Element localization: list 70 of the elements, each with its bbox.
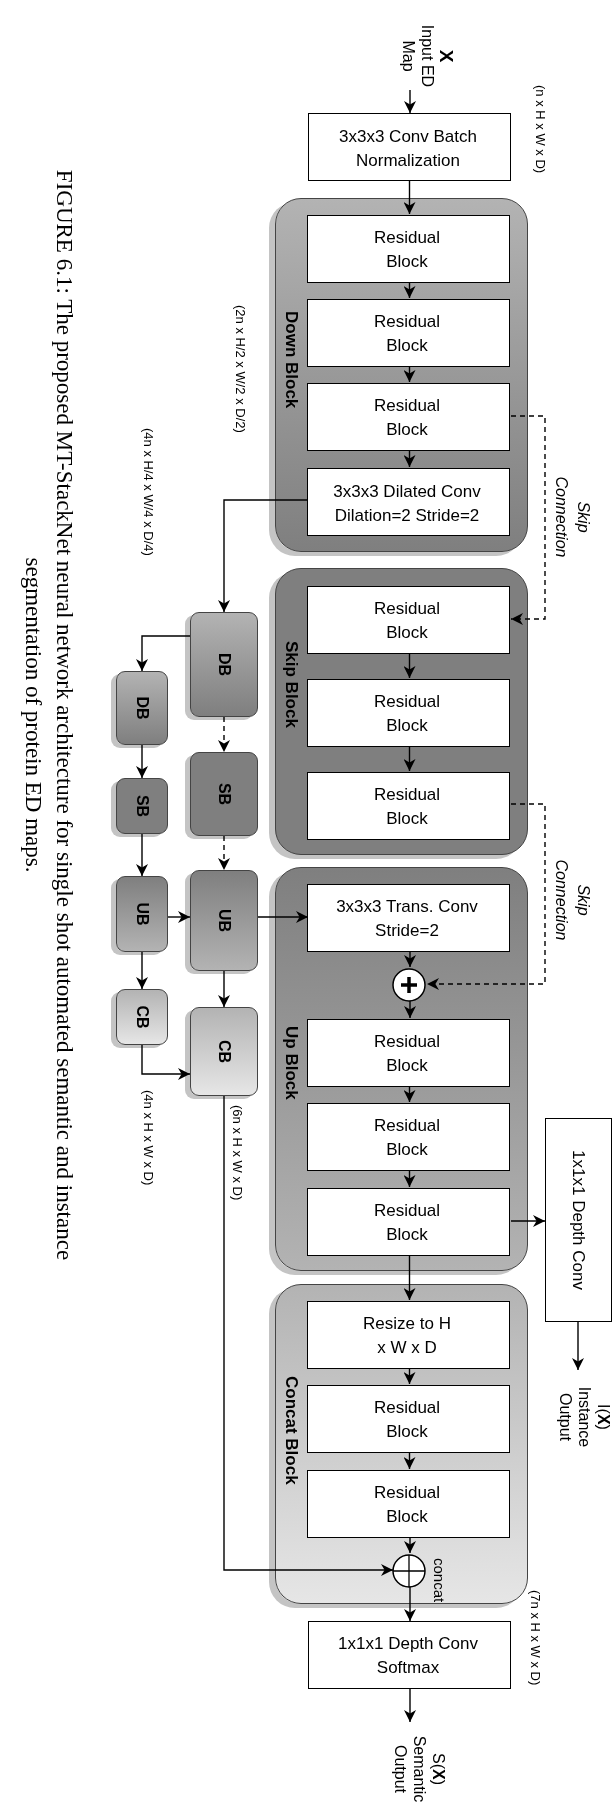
arrow (257, 911, 309, 923)
process-box: 3x3x3 Trans. Conv Stride=2 (307, 884, 510, 952)
arrow (403, 1169, 416, 1188)
dimension-label: (7n x H x W x D) (528, 1590, 543, 1686)
arrow (136, 744, 148, 779)
dimension-label: (6n x H x W x D) (230, 1105, 245, 1201)
arrow (404, 1586, 416, 1622)
output-symbol: X (437, 49, 456, 63)
arrow (403, 449, 416, 468)
dimension-label: (2n x H/2 x W/2 x D/2) (233, 305, 248, 433)
arrow (403, 365, 416, 383)
arrow (403, 281, 416, 299)
edge-label: Skip Connection (552, 475, 593, 560)
arrow (572, 1321, 584, 1371)
arrow (403, 745, 416, 772)
process-box: 1x1x1 Depth Conv (545, 1118, 612, 1322)
edge-label: Skip Connection (552, 858, 593, 943)
arrow (223, 1095, 394, 1576)
block-title: Down Block (281, 311, 301, 409)
process-box: 3x3x3 Dilated Conv Dilation=2 Stride=2 (307, 468, 510, 536)
arrow (404, 950, 416, 968)
block-title: Up Block (281, 1026, 301, 1100)
node-caption: concat (431, 1558, 448, 1603)
process-box: Residual Block (307, 1103, 510, 1171)
process-box: Residual Block (307, 1470, 510, 1538)
figure-caption: FIGURE 6.1: The proposed MT-StackNet neural network architecture for single shot automated semantic and instance segmentation of protein ED maps. (20, 168, 78, 1263)
arrow (136, 833, 148, 877)
arrow (167, 911, 191, 923)
arrow (403, 1367, 416, 1385)
arrow (404, 89, 416, 114)
output-symbol: S(X) (429, 1753, 448, 1785)
dimension-label: (4n x H/4 x W/4 x D/4) (141, 428, 156, 556)
arrow (218, 970, 230, 1008)
process-box: Resize to H x W x D (307, 1301, 510, 1369)
dashed-arrow (510, 415, 546, 625)
process-box: Residual Block (307, 772, 510, 840)
output-symbol: I(X) (594, 1404, 613, 1430)
dashed-arrow (218, 835, 230, 871)
arrow (404, 1688, 416, 1723)
dimension-label: (n x H x W x D) (533, 85, 548, 174)
io-label: Input ED Map (399, 23, 437, 90)
process-box: 3x3x3 Conv Batch Normalization (308, 113, 511, 181)
arrow (136, 951, 148, 990)
io-label: Semantic Output (391, 1734, 429, 1805)
arrow (403, 180, 416, 215)
arrow (403, 1451, 416, 1470)
process-box: Residual Block (307, 586, 510, 654)
arrow (218, 499, 309, 613)
dimension-label: (4n x H x W x D) (141, 1090, 156, 1186)
dashed-arrow (218, 716, 230, 753)
arrow (403, 1254, 416, 1301)
process-box: 1x1x1 Depth Conv Softmax (308, 1621, 511, 1689)
process-box: Residual Block (307, 383, 510, 451)
process-box: Residual Block (307, 1385, 510, 1453)
arrow (404, 1536, 416, 1554)
dashed-arrow (426, 803, 546, 990)
arrow (403, 1085, 416, 1103)
arrow (404, 1000, 416, 1019)
process-box: Residual Block (307, 1188, 510, 1256)
process-box: Residual Block (307, 679, 510, 747)
arrow (141, 1044, 191, 1080)
process-box: Residual Block (307, 215, 510, 283)
arrow (403, 652, 416, 679)
process-box: Residual Block (307, 1019, 510, 1087)
arrow (136, 635, 191, 672)
block-title: Concat Block (281, 1376, 301, 1485)
arrow (510, 1215, 546, 1227)
process-box: Residual Block (307, 299, 510, 367)
block-title: Skip Block (281, 641, 301, 728)
io-label: Instance Output (556, 1385, 594, 1450)
